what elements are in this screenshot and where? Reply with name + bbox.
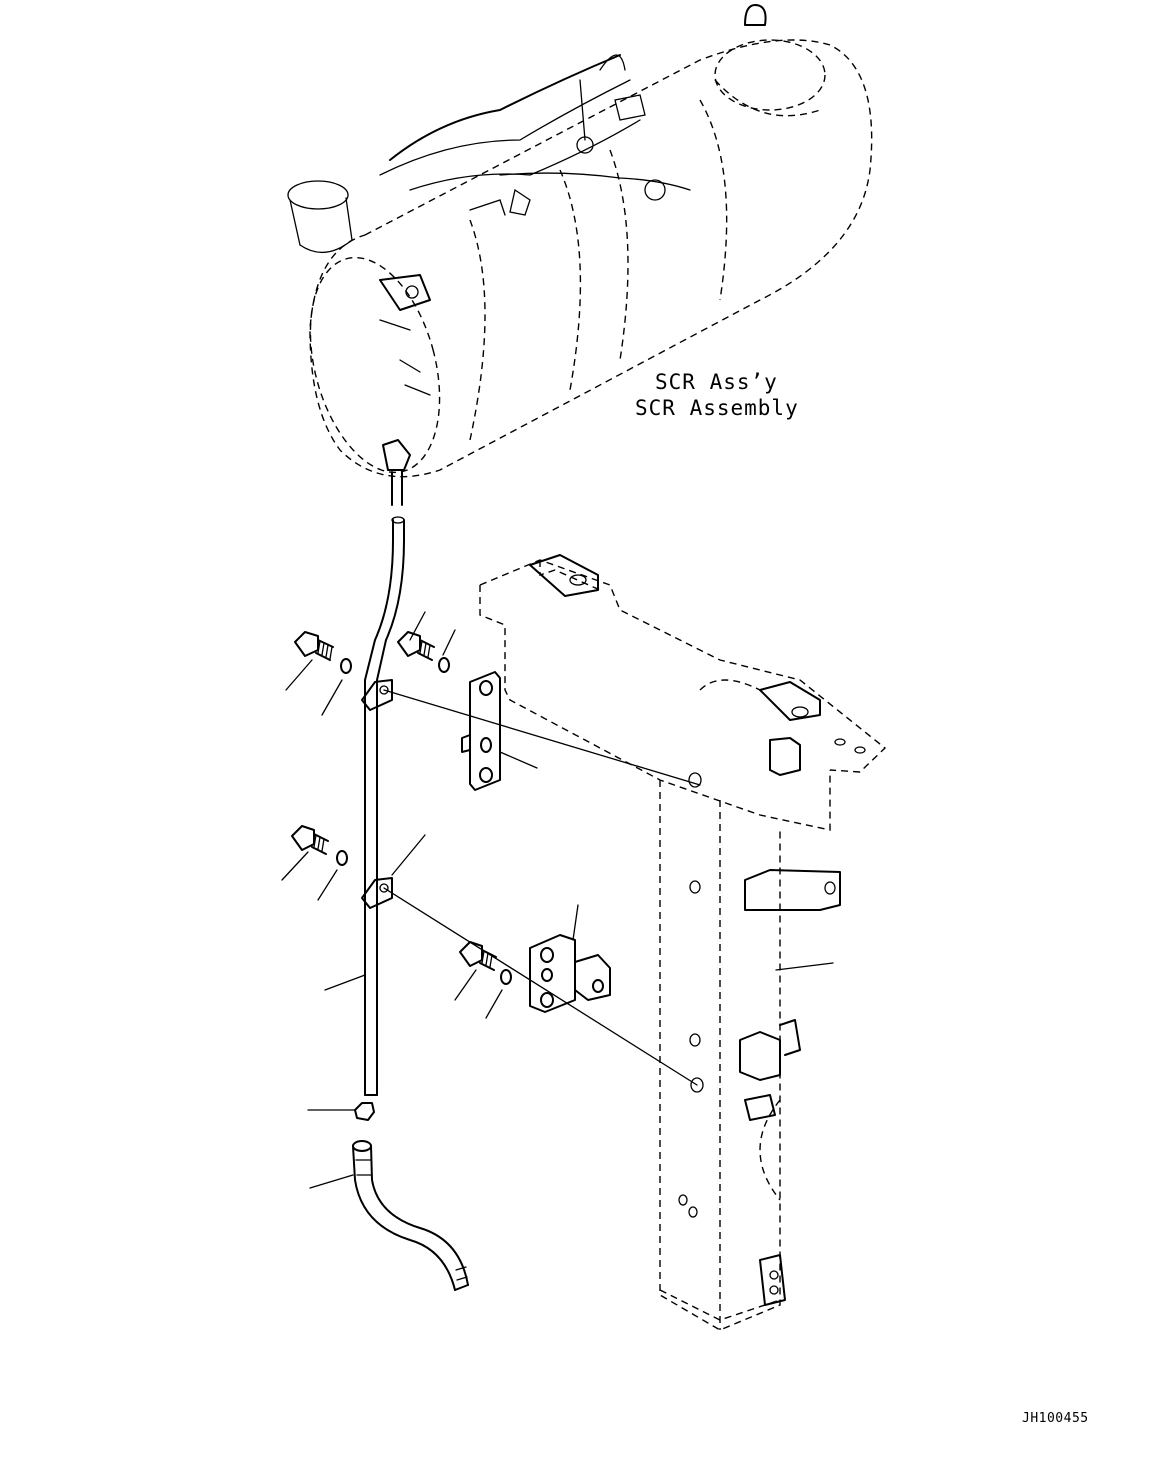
bolt-icon [291, 825, 329, 855]
frame-structure [479, 554, 887, 1331]
assembly-guide-lines [383, 689, 701, 1086]
bracket-plate [461, 671, 501, 791]
washer-icon [340, 658, 352, 674]
washer-icon [336, 850, 348, 866]
drawing-code: JH100455 [1022, 1411, 1089, 1426]
bolt-icon [459, 941, 497, 971]
leader-lines [281, 611, 834, 1189]
scr-assembly-label: SCR Assembly [635, 396, 799, 420]
mounting-bracket [529, 934, 611, 1013]
scr-assy-label: SCR Ass’y [655, 370, 778, 394]
pipe-clamp-upper [361, 679, 393, 711]
scr-assembly [287, 4, 873, 506]
washer-icon [438, 657, 450, 673]
pipe-clamp-lower [361, 877, 393, 909]
bolt-icon [397, 631, 435, 661]
bolt-icon [294, 631, 334, 661]
washer-icon [500, 969, 512, 985]
drain-pipe [364, 516, 405, 1096]
drain-hose [352, 1140, 469, 1291]
hose-connector [354, 1102, 375, 1121]
